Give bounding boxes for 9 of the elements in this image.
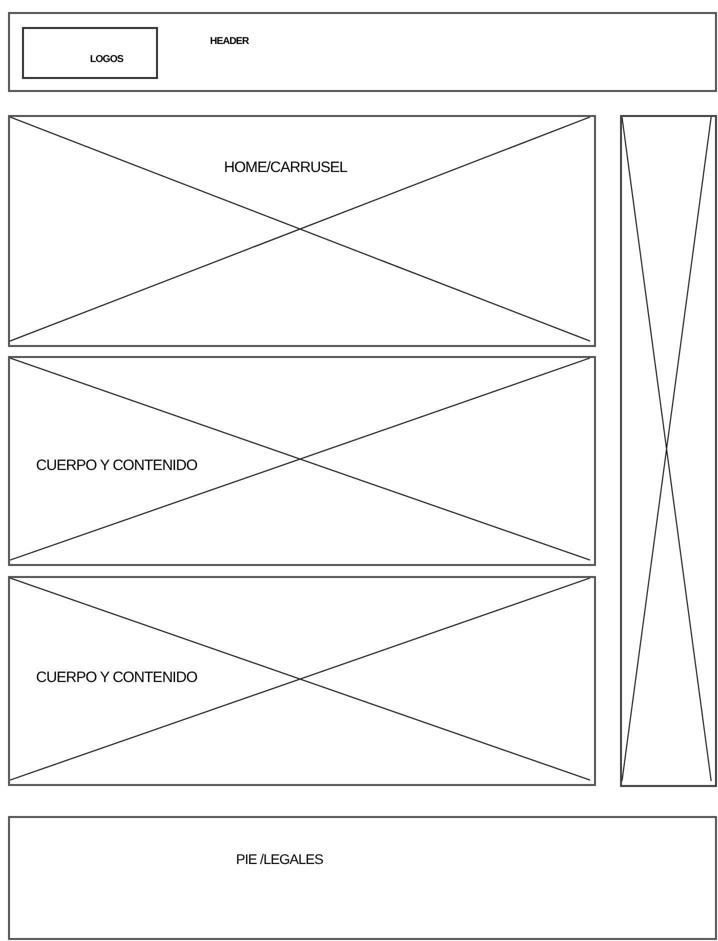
section-label: CUERPO Y CONTENIDO (36, 457, 198, 474)
section-label: PIE /LEGALES (236, 851, 323, 867)
section-label: CUERPO Y CONTENIDO (36, 669, 198, 686)
section-label: LOGOS (90, 54, 124, 65)
footer-section (8, 816, 717, 940)
section-label: HOME/CARRUSEL (224, 159, 348, 176)
wireframe-box (22, 27, 158, 79)
section-label: HEADER (210, 36, 249, 47)
header-section (8, 12, 717, 92)
